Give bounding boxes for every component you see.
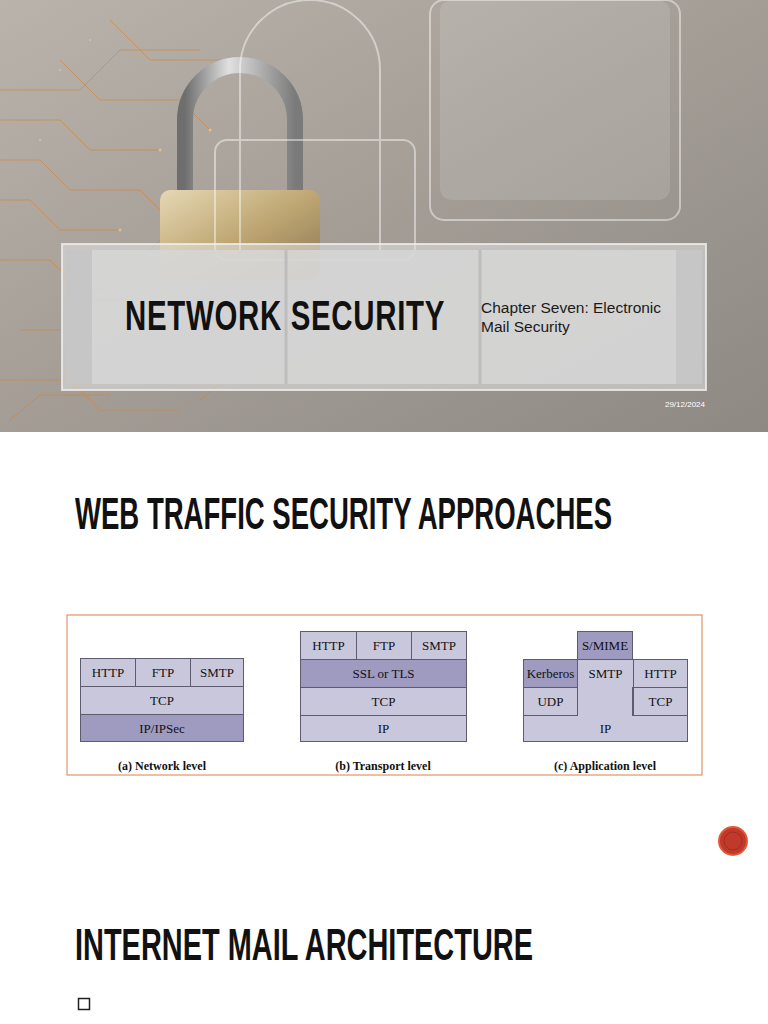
- protocol-name: TCP: [150, 694, 174, 707]
- ip-extension: [577, 687, 633, 716]
- protocol-box: TCP: [300, 687, 467, 716]
- deck-title: NETWORK SECURITY: [125, 295, 445, 337]
- figure-caption: (c) Application level: [505, 759, 705, 774]
- protocol-box: IP: [523, 715, 688, 742]
- chapter-subtitle: Chapter Seven: Electronic Mail Security: [481, 298, 691, 336]
- protocol-box: IP: [300, 715, 467, 742]
- protocol-box: UDP: [523, 687, 578, 716]
- slide-heading: INTERNET MAIL ARCHITECTURE: [75, 923, 533, 967]
- protocol-box: SMTP: [411, 631, 467, 660]
- protocol-name: UDP: [537, 695, 563, 708]
- protocol-name: SMTP: [200, 666, 234, 679]
- protocol-box: HTTP: [300, 631, 357, 660]
- protocol-box: SSL or TLS: [300, 659, 467, 688]
- protocol-box: IP/IPSec: [80, 714, 244, 742]
- protocol-box: FTP: [356, 631, 412, 660]
- protocol-name: Kerberos: [527, 667, 575, 680]
- protocol-name: IP: [378, 722, 390, 735]
- protocol-box: TCP: [633, 687, 688, 716]
- protocol-name: SMTP: [422, 639, 456, 652]
- protocol-name: S/MIME: [582, 639, 628, 652]
- protocol-name: TCP: [649, 695, 673, 708]
- protocol-name: TCP: [372, 695, 396, 708]
- figure-caption: (a) Network level: [62, 759, 262, 774]
- slide-date: 29/12/2024: [650, 400, 705, 409]
- protocol-box: FTP: [135, 658, 191, 687]
- protocol-name: SMTP: [589, 667, 623, 680]
- protocol-name: HTTP: [92, 666, 125, 679]
- protocol-box: S/MIME: [577, 631, 633, 660]
- slide-heading: WEB TRAFFIC SECURITY APPROACHES: [75, 492, 612, 536]
- protocol-name: HTTP: [312, 639, 345, 652]
- protocol-box: TCP: [80, 686, 244, 715]
- protocol-box: Kerberos: [523, 659, 578, 688]
- figure-caption: (b) Transport level: [283, 759, 483, 774]
- protocol-name: FTP: [152, 666, 174, 679]
- protocol-name: IP: [600, 722, 612, 735]
- protocol-box: HTTP: [633, 659, 688, 688]
- protocol-name: IP/IPSec: [139, 722, 185, 735]
- protocol-name: SSL or TLS: [352, 667, 414, 680]
- protocol-name: HTTP: [644, 667, 677, 680]
- protocol-name: FTP: [373, 639, 395, 652]
- protocol-box: SMTP: [190, 658, 244, 687]
- protocol-box: HTTP: [80, 658, 136, 687]
- protocol-box: SMTP: [577, 659, 634, 688]
